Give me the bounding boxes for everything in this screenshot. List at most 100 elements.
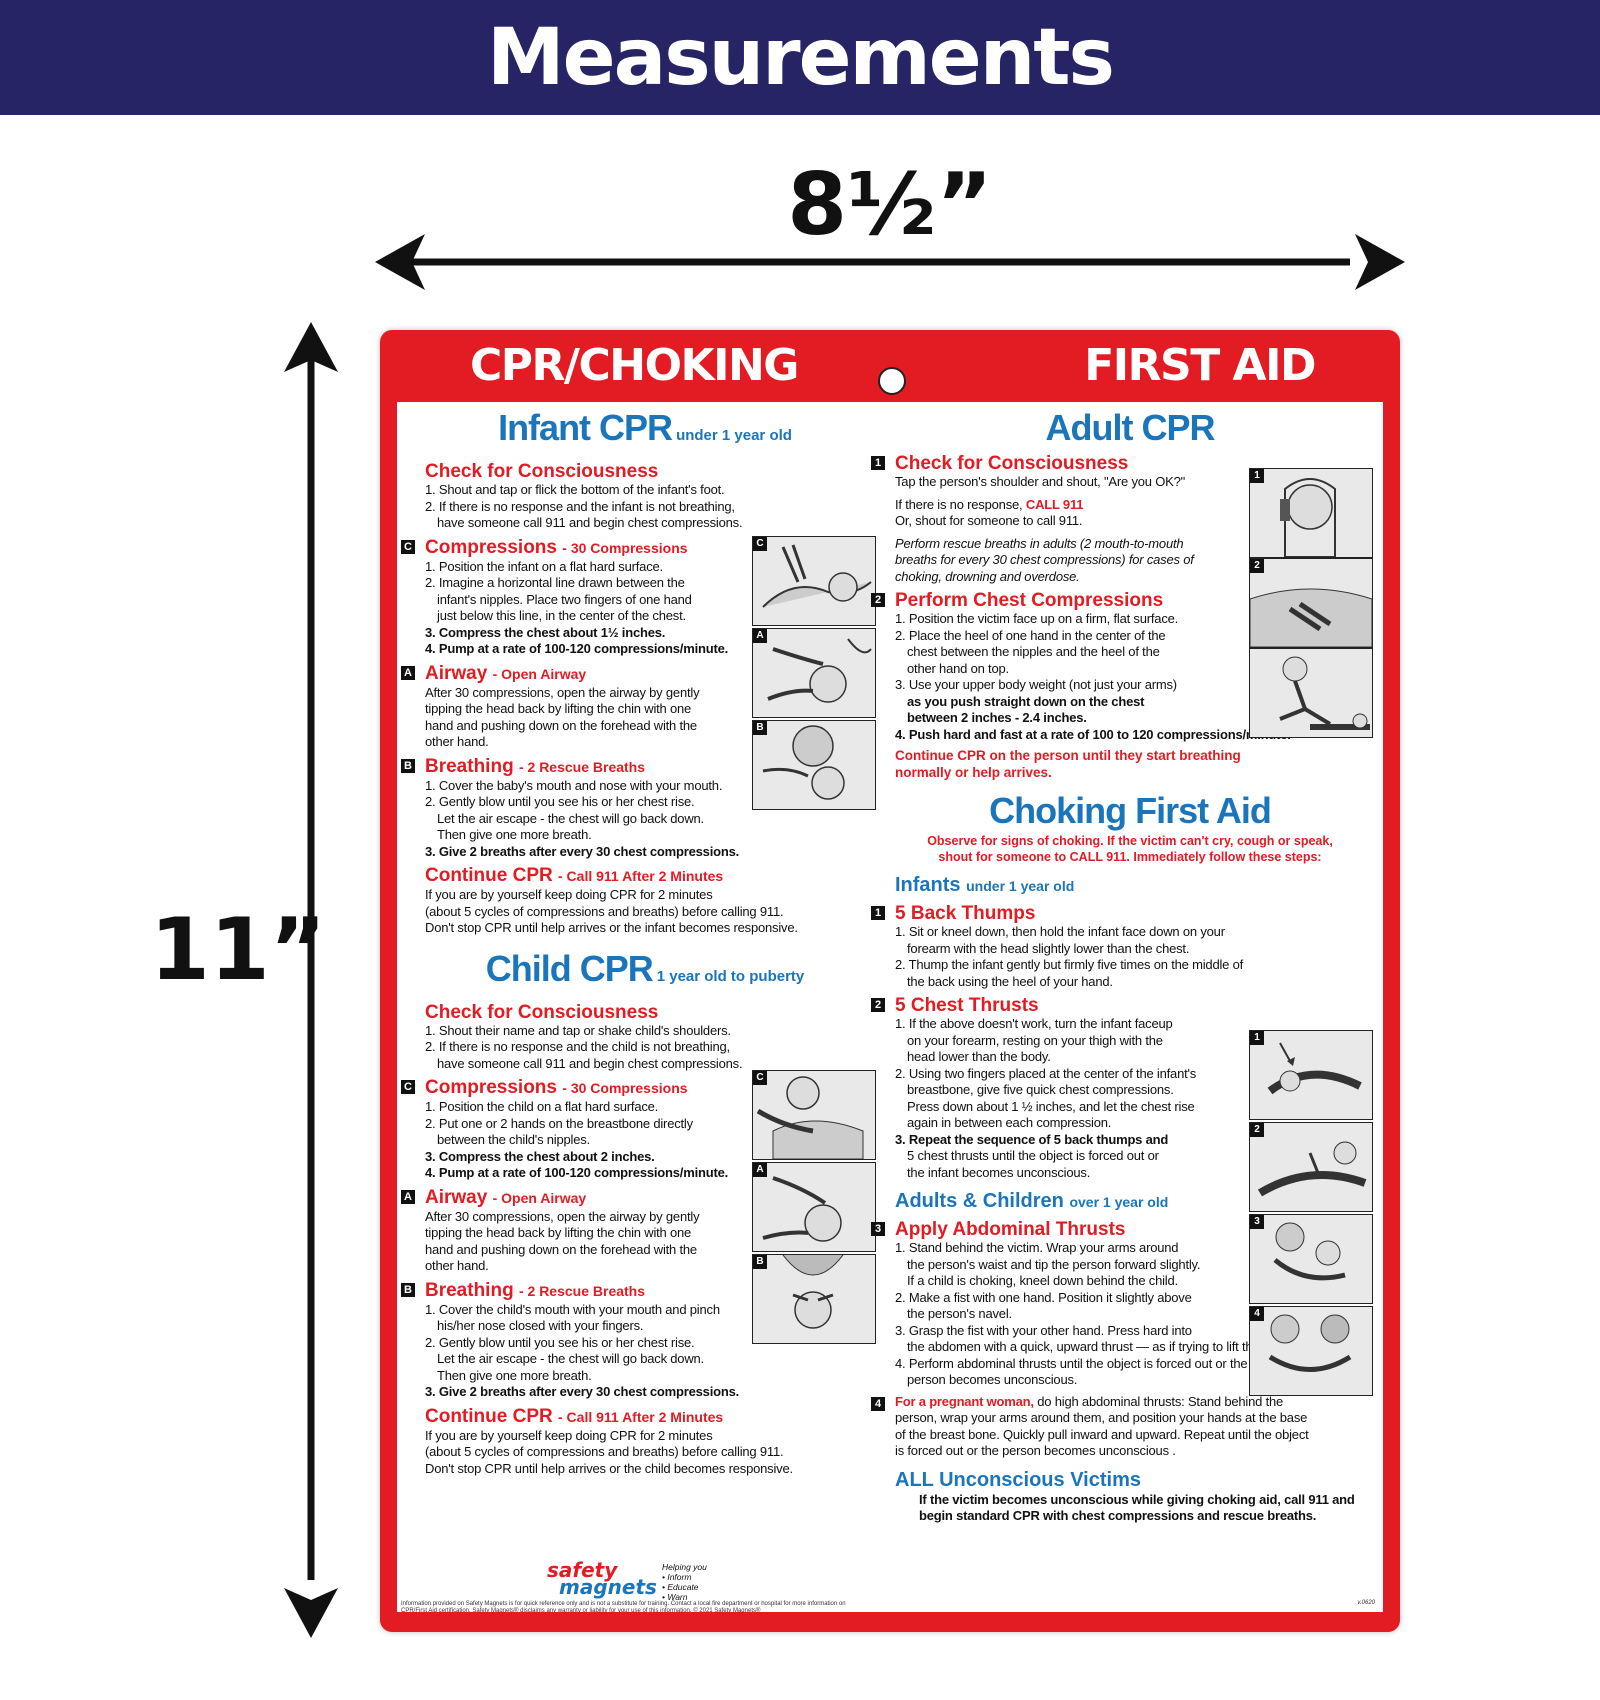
pregnant-heading: For a pregnant woman,: [895, 1393, 1034, 1409]
infant-compressions-illustration: C: [752, 536, 876, 626]
tagline-line: Helping you: [662, 1562, 707, 1572]
step-text: 1. Shout their name and tap or shake chi…: [425, 1023, 865, 1073]
abdominal-thrusts-adult-illustration: 4: [1249, 1306, 1373, 1396]
infant-compressions-step: C Compressions - 30 Compressions 1. Posi…: [401, 537, 865, 658]
heading-sub: - Call 911 After 2 Minutes: [558, 1408, 724, 1425]
text-line: 2. Thump the infant gently but firmly fi…: [895, 957, 1244, 972]
text-line: 2. If there is no response and the infan…: [425, 498, 735, 514]
text-line: tipping the head back by lifting the chi…: [425, 701, 692, 716]
version-text: v.0620: [1357, 1600, 1375, 1606]
text-line: other hand.: [425, 1258, 489, 1273]
text-line: the person's waist and tip the person fo…: [907, 1256, 1201, 1272]
step-badge: A: [401, 1189, 415, 1204]
text-line: 3. Compress the chest about 2 inches.: [425, 1148, 655, 1164]
text-line: 2. Imagine a horizontal line drawn betwe…: [425, 575, 685, 590]
step-text: After 30 compressions, open the airway b…: [425, 1209, 865, 1275]
banner-title: Measurements: [487, 12, 1115, 103]
text-line: on your forearm, resting on your thigh w…: [907, 1032, 1163, 1048]
text-line: hand and pushing down on the forehead wi…: [425, 717, 697, 733]
step-heading: Check for Consciousness: [425, 461, 659, 482]
text-line: hand and pushing down on the forehead wi…: [425, 1241, 697, 1257]
illustration-label: A: [753, 629, 767, 643]
step-text: After 30 compressions, open the airway b…: [425, 685, 865, 751]
child-compressions-step: C Compressions - 30 Compressions 1. Posi…: [401, 1077, 865, 1182]
step-badge: C: [401, 539, 415, 554]
child-check-step: Check for Consciousness 1. Shout their n…: [425, 1002, 865, 1073]
text-line: is forced out or the person becomes unco…: [895, 1443, 1176, 1458]
step-text: If you are by yourself keep doing CPR fo…: [425, 887, 865, 937]
disclaimer-text: Information provided on Safety Magnets i…: [401, 1601, 846, 1612]
adult-compressions-illustration: 2: [1249, 558, 1373, 648]
step-heading: Perform Chest Compressions: [895, 590, 1164, 611]
section-subtitle: 1 year old to puberty: [656, 967, 805, 985]
text-line: 1. Cover the baby's mouth and nose with …: [425, 777, 723, 793]
text-line: have someone call 911 and begin chest co…: [437, 1055, 743, 1071]
heading-sub: - Open Airway: [492, 665, 587, 682]
text-line: 2. Put one or 2 hands on the breastbone …: [425, 1115, 693, 1131]
step-text: 1. Position the infant on a flat hard su…: [425, 559, 865, 658]
step-text: 1. Position the child on a flat hard sur…: [425, 1099, 865, 1182]
text-line: 3. Give 2 breaths after every 30 chest c…: [425, 843, 740, 859]
back-thumps-step: 1 5 Back Thumps 1. Sit or kneel down, th…: [871, 903, 1365, 990]
section-title-text: Child CPR: [485, 947, 654, 989]
infant-check-step: Check for Consciousness 1. Shout and tap…: [425, 461, 865, 532]
text-line: 4. Perform abdominal thrusts until the o…: [895, 1355, 1248, 1371]
hanging-hole: [878, 367, 906, 395]
step-heading: Compressions - 30 Compressions: [425, 1077, 865, 1099]
back-thumps-illustration: 1: [1249, 1030, 1373, 1120]
text-line: 1. Position the infant on a flat hard su…: [425, 558, 663, 574]
text-line: 3. Give 2 breaths after every 30 chest c…: [425, 1384, 740, 1399]
step-heading: Compressions - 30 Compressions: [425, 537, 865, 559]
abdominal-thrusts-child-illustration: 3: [1249, 1214, 1373, 1304]
poster-header-left: CPR/CHOKING: [470, 340, 799, 391]
text-line: breastbone, give five quick chest compre…: [907, 1082, 1174, 1097]
height-label: 11”: [150, 900, 327, 1000]
text-line: between the child's nipples.: [437, 1132, 590, 1147]
text-line: 2. Gently blow until you see his or her …: [425, 794, 695, 809]
text-line: person becomes unconscious.: [907, 1372, 1078, 1387]
step-heading: Check for Consciousness: [895, 453, 1129, 474]
step-heading: Airway - Open Airway: [425, 1187, 865, 1209]
step-heading: 5 Chest Thrusts: [895, 995, 1039, 1016]
text-line: between 2 inches - 2.4 inches.: [907, 710, 1087, 725]
text-line: breaths for every 30 chest compressions)…: [895, 552, 1194, 567]
text-line: the back using the heel of your hand.: [907, 973, 1113, 989]
heading-sub: - Call 911 After 2 Minutes: [558, 868, 724, 884]
logo-line: magnets: [559, 1575, 657, 1599]
step-badge: 1: [871, 906, 885, 920]
right-column: Adult CPR 1 Check for Consciousness Tap …: [871, 402, 1365, 1525]
choking-intro: Observe for signs of choking. If the vic…: [895, 833, 1365, 865]
text-line: Perform rescue breaths in adults (2 mout…: [895, 535, 1184, 551]
text-line: For a pregnant woman, do high abdominal …: [895, 1394, 1365, 1411]
adult-cpr-scene-illustration: [1249, 648, 1373, 738]
heading-sub: - 2 Rescue Breaths: [518, 758, 646, 775]
step-heading: Continue CPR - Call 911 After 2 Minutes: [425, 865, 865, 887]
text-line: 1. Cover the child's mouth with your mou…: [425, 1301, 720, 1317]
logo-line: safety: [547, 1558, 618, 1582]
text-line: have someone call 911 and begin chest co…: [437, 515, 743, 530]
text-line: 2. Place the heel of one hand in the cen…: [895, 627, 1166, 643]
text-line: Observe for signs of choking. If the vic…: [927, 834, 1333, 848]
step-text: 1. Position the victim face up on a firm…: [895, 611, 1365, 743]
text-line: 2. Make a fist with one hand. Position i…: [895, 1289, 1192, 1305]
chest-thrusts-illustration: 2: [1249, 1122, 1373, 1212]
heading-text: Breathing: [425, 1279, 514, 1301]
step-heading: Airway - Open Airway: [425, 663, 865, 685]
top-banner: Measurements: [0, 0, 1600, 115]
illustration-label: 3: [1250, 1215, 1264, 1229]
text-line: Let the air escape - the chest will go b…: [437, 1351, 704, 1366]
pregnant-woman-step: 4 For a pregnant woman, do high abdomina…: [871, 1394, 1365, 1460]
text-line: (about 5 cycles of compressions and brea…: [425, 1444, 784, 1459]
illustration-label: 2: [1250, 559, 1264, 573]
chest-thrusts-step: 2 5 Chest Thrusts 1. If the above doesn'…: [871, 995, 1365, 1181]
text-line: the abdomen with a quick, upward thrust …: [907, 1339, 1323, 1354]
text-line: chest between the nipples and the heel o…: [907, 644, 1160, 659]
text-line: 1. Shout and tap or flick the bottom of …: [425, 482, 725, 497]
infant-breathing-step: B Breathing - 2 Rescue Breaths 1. Cover …: [401, 756, 865, 861]
logo-tagline: Helping you • Inform • Educate • Warn: [662, 1562, 707, 1602]
step-heading: Breathing - 2 Rescue Breaths: [425, 756, 865, 778]
adult-cpr-title: Adult CPR: [1045, 407, 1216, 448]
text-line: 1. Stand behind the victim. Wrap your ar…: [895, 1240, 1179, 1255]
